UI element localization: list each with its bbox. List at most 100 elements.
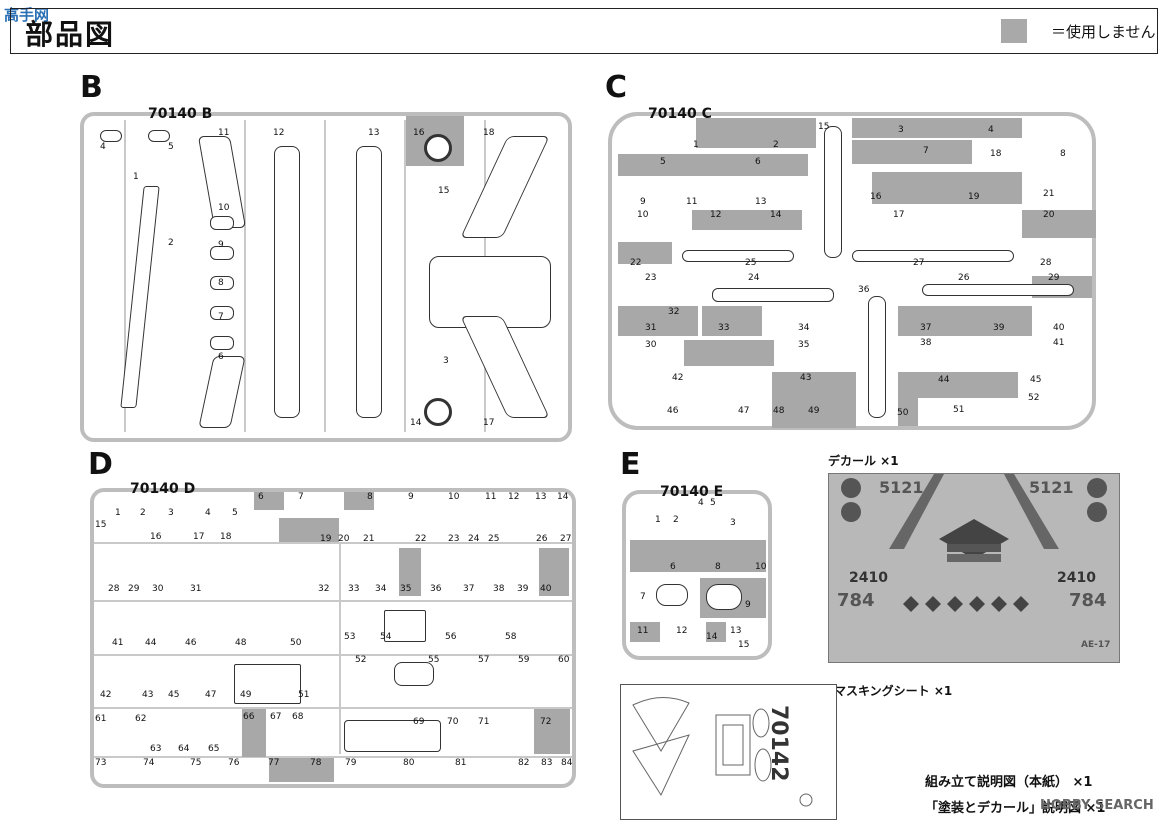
part-number: 17 — [483, 418, 495, 428]
part-number: 83 — [541, 758, 553, 768]
part-number: 9 — [408, 492, 414, 502]
part-number: 12 — [710, 210, 722, 220]
part-number: 6 — [755, 157, 761, 167]
part-number: 8 — [218, 278, 224, 288]
part-number: 29 — [128, 584, 140, 594]
part-number: 36 — [430, 584, 442, 594]
part-number: 5 — [660, 157, 666, 167]
part-number: 10 — [448, 492, 460, 502]
part-number: 42 — [672, 373, 684, 383]
header-bar: 部品図 ＝使用しません — [10, 8, 1158, 54]
part-number: 31 — [645, 323, 657, 333]
part-number: 24 — [748, 273, 760, 283]
part-number: 17 — [893, 210, 905, 220]
part-number: 76 — [228, 758, 240, 768]
part-number: 8 — [715, 562, 721, 572]
mask-number: 70142 — [766, 705, 791, 782]
part-number: 25 — [745, 258, 757, 268]
part-number: 50 — [897, 408, 909, 418]
part-number: 7 — [923, 146, 929, 156]
sprue-code-b: 70140 B — [148, 106, 213, 122]
part-number: 51 — [953, 405, 965, 415]
part-number: 38 — [920, 338, 932, 348]
part-number: 23 — [645, 273, 657, 283]
part-number: 5 — [232, 508, 238, 518]
part-number: 36 — [858, 285, 870, 295]
part-number: 27 — [560, 534, 572, 544]
part-number: 69 — [413, 717, 425, 727]
part-number: 6 — [670, 562, 676, 572]
watermark-logo: 高手网 — [4, 6, 50, 24]
part-number: 1 — [655, 515, 661, 525]
part-number: 32 — [668, 307, 680, 317]
part-number: 20 — [1043, 210, 1055, 220]
part-number: 51 — [298, 690, 310, 700]
part-number: 52 — [355, 655, 367, 665]
part-number: 16 — [150, 532, 162, 542]
sheet-letter-e: E — [620, 447, 641, 482]
part-number: 34 — [375, 584, 387, 594]
part-number: 37 — [463, 584, 475, 594]
part-number: 21 — [1043, 189, 1055, 199]
part-number: 18 — [990, 149, 1002, 159]
part-number: 48 — [773, 406, 785, 416]
part-number: 8 — [367, 492, 373, 502]
sprue-code-c: 70140 C — [648, 106, 712, 122]
part-number: 29 — [1048, 273, 1060, 283]
mask-label: マスキングシート ×1 — [834, 684, 953, 698]
part-number: 23 — [448, 534, 460, 544]
part-number: 78 — [310, 758, 322, 768]
part-number: 22 — [415, 534, 427, 544]
part-number: 5 — [168, 142, 174, 152]
part-number: 17 — [193, 532, 205, 542]
part-number: 19 — [968, 192, 980, 202]
part-number: 10 — [218, 203, 230, 213]
part-number: 3 — [168, 508, 174, 518]
part-number: 27 — [913, 258, 925, 268]
decal-code: 784 — [1069, 590, 1107, 611]
sprue-code-d: 70140 D — [130, 481, 196, 497]
part-number: 4 — [205, 508, 211, 518]
part-number: 14 — [557, 492, 569, 502]
part-number: 13 — [755, 197, 767, 207]
sheet-letter-d: D — [88, 447, 113, 482]
part-number: 12 — [508, 492, 520, 502]
part-number: 9 — [218, 240, 224, 250]
part-number: 3 — [443, 356, 449, 366]
part-number: 56 — [445, 632, 457, 642]
painting-caption: 「塗装とデカール」説明図 ×1 — [925, 801, 1106, 816]
part-number: 57 — [478, 655, 490, 665]
part-number: 14 — [410, 418, 422, 428]
part-number: 28 — [108, 584, 120, 594]
part-number: 35 — [400, 584, 412, 594]
part-number: 55 — [428, 655, 440, 665]
instruction-caption: 組み立て説明図（本紙） ×1 — [925, 775, 1093, 790]
part-number: 24 — [468, 534, 480, 544]
part-number: 33 — [348, 584, 360, 594]
part-number: 15 — [95, 520, 107, 530]
part-number: 12 — [676, 626, 688, 636]
part-number: 39 — [517, 584, 529, 594]
decal-code: AE-17 — [1081, 640, 1111, 650]
part-number: 46 — [185, 638, 197, 648]
sheet-letter-b: B — [80, 70, 103, 105]
part-number: 15 — [818, 122, 830, 132]
part-number: 9 — [745, 600, 751, 610]
sprue-e — [622, 490, 772, 660]
part-number: 62 — [135, 714, 147, 724]
part-number: 2 — [168, 238, 174, 248]
part-number: 46 — [667, 406, 679, 416]
part-number: 9 — [640, 197, 646, 207]
part-number: 82 — [518, 758, 530, 768]
part-number: 40 — [540, 584, 552, 594]
part-number: 6 — [258, 492, 264, 502]
part-number: 10 — [755, 562, 767, 572]
sprue-b — [80, 112, 572, 442]
part-number: 8 — [1060, 149, 1066, 159]
part-number: 30 — [152, 584, 164, 594]
part-number: 1 — [115, 508, 121, 518]
part-number: 4 — [698, 498, 704, 508]
part-number: 61 — [95, 714, 107, 724]
part-number: 53 — [344, 632, 356, 642]
part-number: 84 — [561, 758, 573, 768]
